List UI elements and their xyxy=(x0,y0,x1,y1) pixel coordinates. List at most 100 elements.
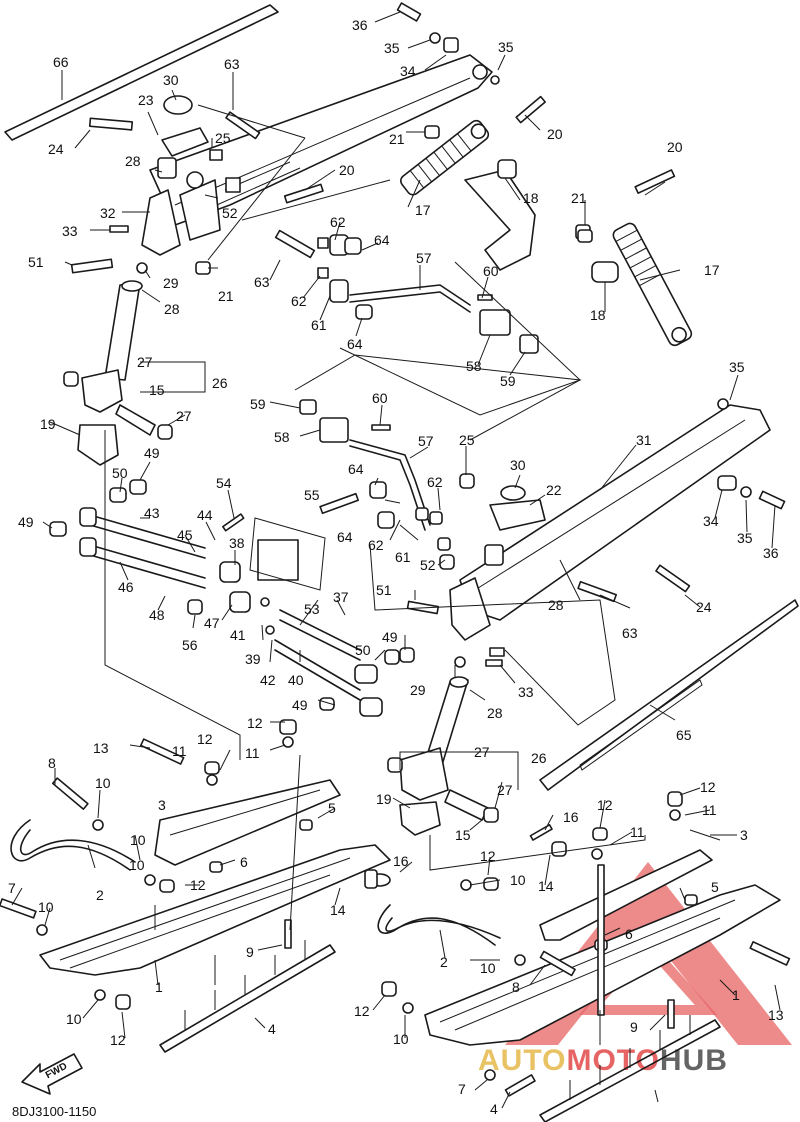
callout: 63 xyxy=(622,625,638,641)
callout: 64 xyxy=(337,529,353,545)
callout: 35 xyxy=(737,530,753,546)
callout: 53 xyxy=(304,601,320,617)
callout: 30 xyxy=(510,457,526,473)
callout: 9 xyxy=(630,1019,638,1035)
callout: 58 xyxy=(466,358,482,374)
callout: 52 xyxy=(420,557,436,573)
callout: 34 xyxy=(703,513,719,529)
callout: 62 xyxy=(368,537,384,553)
callout: 50 xyxy=(112,465,128,481)
callout: 44 xyxy=(197,507,213,523)
callout: 13 xyxy=(93,740,109,756)
callout: 12 xyxy=(247,715,263,731)
callout: 56 xyxy=(182,637,198,653)
callout: 49 xyxy=(292,697,308,713)
callout: 12 xyxy=(597,797,613,813)
callout: 57 xyxy=(418,433,434,449)
callout: 51 xyxy=(28,254,44,270)
callout: 15 xyxy=(149,382,165,398)
callout: 42 xyxy=(260,672,276,688)
callout: 10 xyxy=(393,1031,409,1047)
strap-65 xyxy=(539,599,799,791)
callout: 54 xyxy=(216,475,232,491)
left-ski xyxy=(39,844,391,976)
callout: 35 xyxy=(729,359,745,375)
diagram-code: 8DJ3100-1150 xyxy=(12,1104,96,1119)
callout: 21 xyxy=(389,131,405,147)
callout: 12 xyxy=(197,731,213,747)
callout: 57 xyxy=(416,250,432,266)
callout: 27 xyxy=(497,782,513,798)
callout: 28 xyxy=(548,597,564,613)
callout: 59 xyxy=(500,373,516,389)
callout: 24 xyxy=(696,599,712,615)
callout: 63 xyxy=(224,56,240,72)
callout: 5 xyxy=(711,879,719,895)
callout: 18 xyxy=(523,190,539,206)
callout: 62 xyxy=(291,293,307,309)
callout: 25 xyxy=(459,432,475,448)
callout: 36 xyxy=(352,17,368,33)
callout: 18 xyxy=(590,307,606,323)
callout: 32 xyxy=(100,205,116,221)
callout: 16 xyxy=(563,809,579,825)
callout: 10 xyxy=(38,899,54,915)
callout: 10 xyxy=(480,960,496,976)
callout: 40 xyxy=(288,672,304,688)
callout: 27 xyxy=(137,354,153,370)
callout: 10 xyxy=(510,872,526,888)
callout: 22 xyxy=(546,482,562,498)
callout: 2 xyxy=(440,954,448,970)
callout: 11 xyxy=(702,802,717,818)
callout: 60 xyxy=(483,263,499,279)
callout: 16 xyxy=(393,853,409,869)
callout: 38 xyxy=(229,535,245,551)
callout: 4 xyxy=(268,1021,276,1037)
callout: 11 xyxy=(172,743,187,759)
callout: 20 xyxy=(339,162,355,178)
callout: 12 xyxy=(190,877,206,893)
callout: 9 xyxy=(246,944,254,960)
callout: 17 xyxy=(415,202,431,218)
callout: 23 xyxy=(138,92,154,108)
callout: 62 xyxy=(427,474,443,490)
callout: 49 xyxy=(18,514,34,530)
callout: 6 xyxy=(240,854,248,870)
callout: 63 xyxy=(254,274,270,290)
callout: 49 xyxy=(144,445,160,461)
callout: 14 xyxy=(330,902,346,918)
callout: 27 xyxy=(176,408,192,424)
upper-assembly xyxy=(4,2,693,466)
callout: 12 xyxy=(354,1003,370,1019)
callout: 34 xyxy=(400,63,416,79)
watermark-segment-2: MOTO xyxy=(566,1044,659,1077)
callout: 2 xyxy=(96,887,104,903)
callout: 15 xyxy=(455,827,471,843)
callout: 10 xyxy=(130,832,146,848)
callout: 14 xyxy=(538,878,554,894)
callout: 12 xyxy=(700,779,716,795)
callout: 64 xyxy=(348,461,364,477)
callout: 20 xyxy=(667,139,683,155)
callout: 61 xyxy=(311,317,327,333)
callout: 26 xyxy=(212,375,228,391)
callout: 29 xyxy=(163,275,179,291)
callout: 19 xyxy=(40,416,56,432)
callout: 24 xyxy=(48,141,64,157)
callout: 61 xyxy=(395,549,411,565)
callout: 62 xyxy=(330,214,346,230)
callout: 28 xyxy=(164,301,180,317)
callout: 6 xyxy=(625,926,633,942)
callout: 4 xyxy=(490,1101,498,1117)
callout: 35 xyxy=(384,40,400,56)
callout: 33 xyxy=(518,684,534,700)
callout: 11 xyxy=(630,824,645,840)
callout: 66 xyxy=(53,54,69,70)
callout: 35 xyxy=(498,39,514,55)
callout: 58 xyxy=(274,429,290,445)
callout: 21 xyxy=(571,190,587,206)
callout: 55 xyxy=(304,487,320,503)
callout: 37 xyxy=(333,589,349,605)
callout: 28 xyxy=(125,153,141,169)
